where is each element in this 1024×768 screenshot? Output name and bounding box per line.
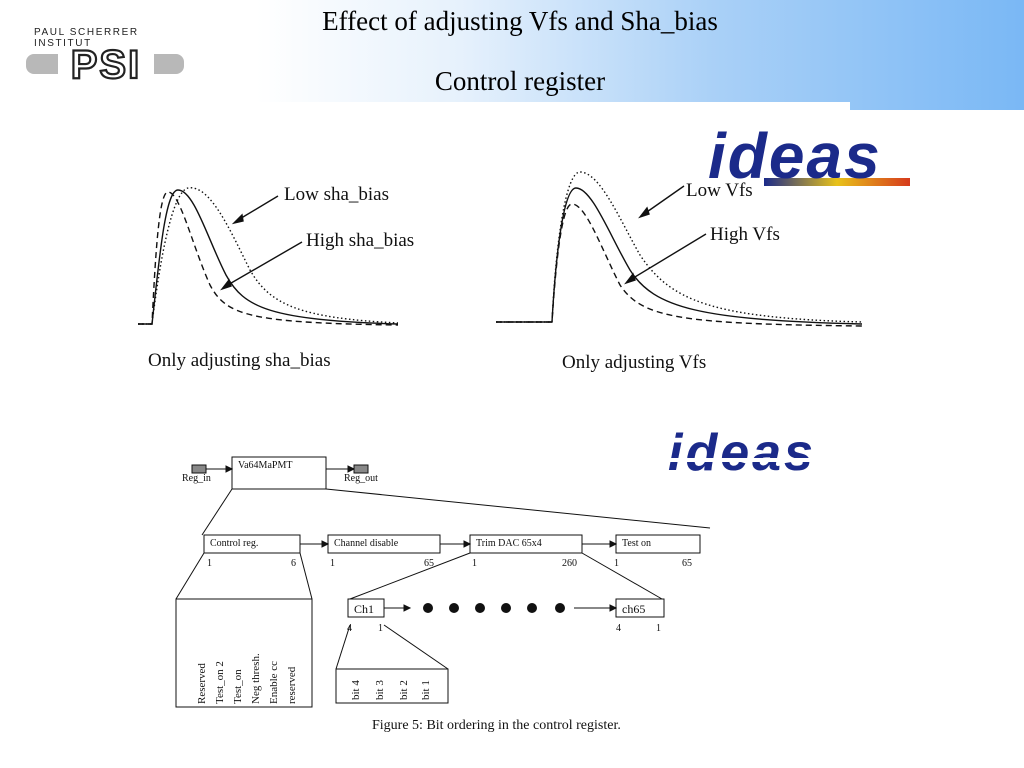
left-plot-caption: Only adjusting sha_bias [148,350,331,371]
channel-start: 1 [330,558,335,569]
control-end: 6 [291,558,296,569]
control-bit-5: reserved [286,666,298,704]
right-plot [496,171,863,327]
ch65-box [615,598,665,618]
va64-block [231,456,327,490]
ch65-end: 1 [656,623,661,634]
arrow-high-sha [225,241,303,287]
ch1-start: 4 [347,623,352,634]
ideas-logo-text: ideas [708,128,882,192]
high-vfs-curve [496,203,863,327]
mid-sha-bias-curve [138,189,399,325]
control-bit-2: Test_on [232,669,244,704]
ideas-logo-icon-bottom: ideas [668,428,894,480]
ch1-label: Ch1 [354,602,375,616]
trim-bit-1: bit 1 [420,680,432,700]
test-start: 1 [614,558,619,569]
high-vfs-label: High Vfs [710,224,780,245]
ch1-end: 1 [378,623,383,634]
low-vfs-label: Low Vfs [686,180,753,201]
channel-end: 65 [424,558,434,569]
chain-label-test-on: Test on [622,538,652,549]
mid-vfs-curve [496,187,863,325]
control-start: 1 [207,558,212,569]
pulse-plots [138,171,863,327]
ideas-logo-icon: ideas [708,128,910,192]
ideas-logo-text-bottom: ideas [668,428,816,480]
reg-in-label: Reg_in [182,473,211,484]
test-on-box [615,534,701,554]
ch65-label: ch65 [622,602,646,616]
low-vfs-curve [496,171,863,323]
psi-logo-icon: PSI [26,42,184,88]
trim-bit-3: bit 3 [374,680,386,700]
control-bit-1: Test_on 2 [214,661,226,704]
right-plot-caption: Only adjusting Vfs [562,352,707,373]
high-sha-bias-curve [138,191,399,326]
trim-start: 1 [472,558,477,569]
reg-in-pad [191,464,207,474]
bit-ordering-diagram [175,456,711,708]
control-bit-3: Neg thresh. [250,653,262,704]
trim-bits-box [335,668,449,704]
chain-label-channel-disable: Channel disable [334,538,399,549]
trim-bit-2: bit 2 [398,680,410,700]
chain-label-trim-dac: Trim DAC 65x4 [476,538,542,549]
control-bit-0: Reserved [196,663,208,704]
arrow-high-vfs [629,233,707,281]
header-divider [0,102,850,114]
page-subtitle: Control register [434,66,606,96]
test-end: 65 [682,558,692,569]
trim-bit-4: bit 4 [350,680,362,700]
trim-end: 260 [562,558,577,569]
low-sha-bias-label: Low sha_bias [284,184,390,205]
ch65-start: 4 [616,623,621,634]
arrow-low-sha [237,195,279,221]
institute-name: PAUL SCHERRER INSTITUT [34,27,139,49]
high-sha-bias-label: High sha_bias [306,230,415,251]
page-title: Effect of adjusting Vfs and Sha_bias [322,6,718,36]
top-block-label: Va64MaPMT [238,460,293,471]
reg-out-pad [353,464,369,474]
arrow-low-vfs [643,185,685,215]
chain-label-control: Control reg. [210,538,259,549]
control-bit-4: Enable cc [268,660,280,704]
left-plot [138,187,399,326]
reg-out-label: Reg_out [344,473,378,484]
ellipsis-dots [423,603,565,613]
figure-caption: Figure 5: Bit ordering in the control re… [372,718,621,733]
low-sha-bias-curve [138,187,399,325]
psi-logo-mark-text: PSI [71,43,141,87]
control-bits-box [175,598,313,708]
